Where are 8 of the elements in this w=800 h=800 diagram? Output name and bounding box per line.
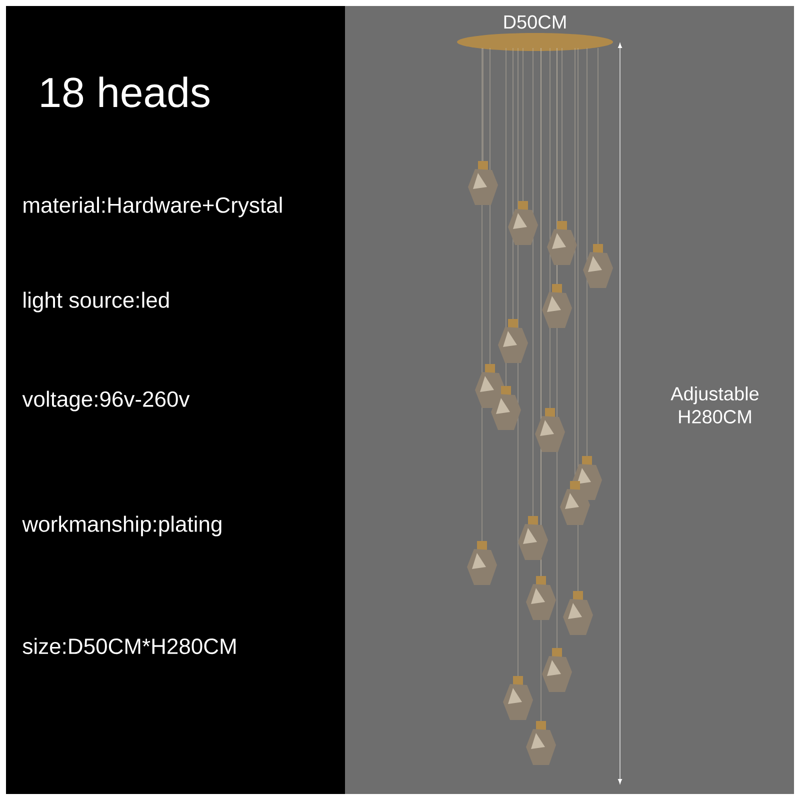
spec-text: material:Hardware+Crystal <box>24 196 282 218</box>
dimension-label: D50CM <box>504 15 566 29</box>
spec-text: size:D50CM*H280CM <box>22 638 236 654</box>
spec-text: workmanship:plating <box>22 516 222 536</box>
spec-text: light source:led <box>24 292 169 312</box>
diagram-title: 18 heads <box>41 76 210 108</box>
dimension-label: Adjustable H280CM <box>670 386 759 424</box>
spec-text: voltage:96v-260v <box>22 390 190 412</box>
